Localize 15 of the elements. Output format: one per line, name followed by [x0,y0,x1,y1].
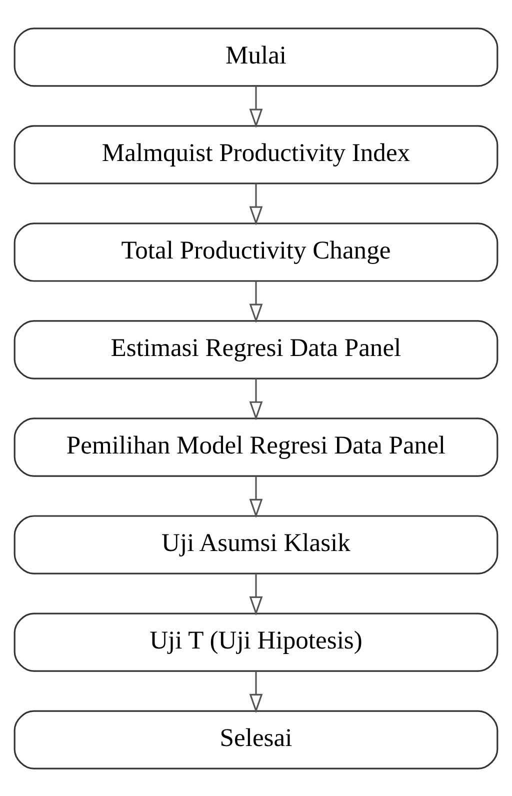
arrow [249,573,263,616]
node-box: Uji T (Uji Hipotesis) [14,612,498,672]
node-box: Estimasi Regresi Data Panel [14,320,498,379]
arrow [249,86,263,128]
node-box: Selesai [14,710,498,769]
node-box: Uji Asumsi Klasik [14,514,498,574]
arrow [249,476,263,518]
node-box: Total Productivity Change [14,222,498,282]
arrow [249,670,263,713]
node-box: Mulai [14,27,498,86]
node-box: Malmquist Productivity Index [14,124,498,184]
arrow [249,378,263,420]
arrow [249,280,263,323]
node-box: Pemilihan Model Regresi Data Panel [14,417,498,476]
arrow [249,183,263,225]
